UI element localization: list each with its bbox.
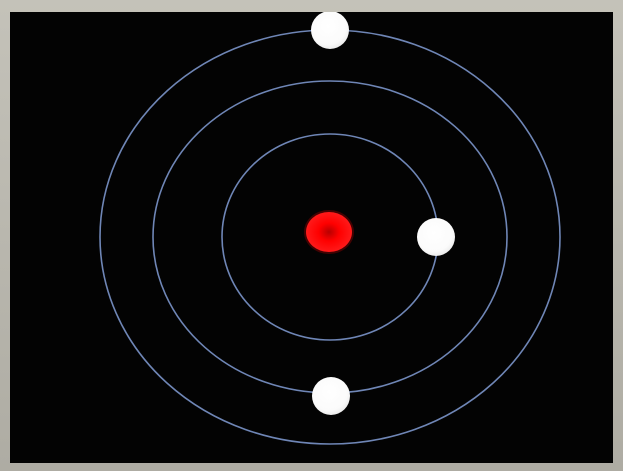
electron-bottom [312,377,350,415]
electron-top [311,12,349,49]
atom-model-diagram [10,12,613,463]
nucleus [304,210,354,254]
atom-diagram-panel [10,12,613,463]
electron-right [417,218,455,256]
